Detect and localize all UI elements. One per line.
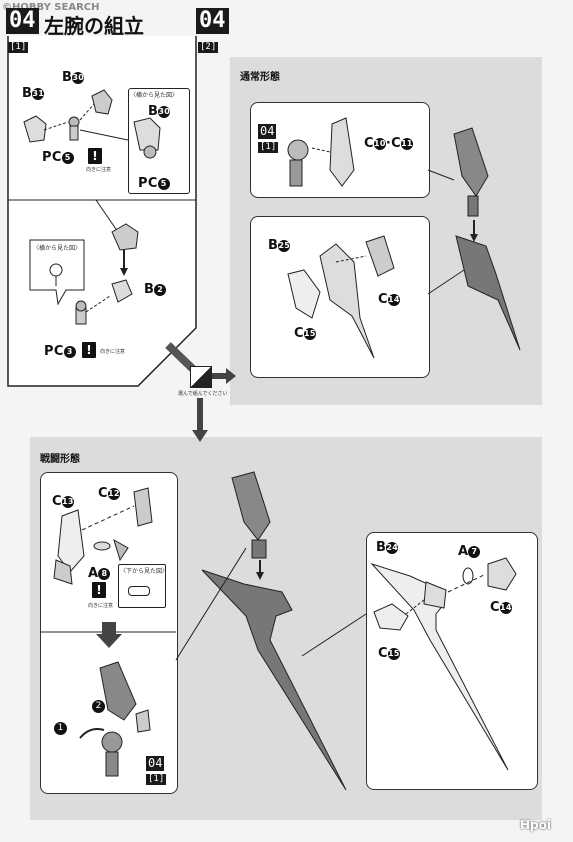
normal-mode-title: 通常形態 — [240, 72, 280, 83]
label-c14-battle: C14 — [490, 600, 512, 615]
label-c15-battle: C15 — [378, 646, 400, 661]
battle-mode-title: 戦闘形態 — [40, 454, 80, 465]
caution-icon: ! — [88, 148, 102, 164]
label-b31: B31 — [22, 86, 45, 101]
label-b30: B30 — [62, 70, 85, 85]
orient-note-2: 向きに注意 — [100, 349, 126, 355]
watermark-top: ©HOBBY SEARCH — [2, 2, 100, 13]
battle-step-ref-sub: [1] — [146, 774, 167, 785]
orient-note-1: 向きに注意 — [86, 167, 112, 173]
choose-icon — [190, 366, 212, 388]
watermark-bottom: Hpoi — [520, 818, 551, 832]
bottom-view-shape — [128, 586, 150, 596]
battle-step-ref: 04 — [146, 756, 165, 771]
label-c12: C12 — [98, 486, 120, 501]
label-c13: C13 — [52, 494, 74, 509]
substep-2: [2] — [198, 42, 219, 53]
label-c14-normal: C14 — [378, 292, 400, 307]
caution-icon-2: ! — [82, 342, 96, 358]
step-marker-1: 1 — [54, 722, 67, 735]
step-title: 左腕の組立 — [44, 14, 144, 38]
label-b25: B25 — [268, 238, 291, 253]
normal-mode-drawings — [287, 117, 521, 359]
step-number: 04 — [6, 8, 39, 34]
step-number-2: 04 — [196, 8, 229, 34]
step1-drawings — [23, 89, 161, 325]
orient-note-3: 向きに注意 — [88, 603, 114, 609]
normal-step-ref: 04 — [258, 124, 277, 139]
normal-step-ref-sub: [1] — [258, 142, 279, 153]
choose-note: 選んで組んでください — [178, 391, 228, 397]
caution-icon-3: ! — [92, 582, 106, 598]
substep-1: [1] — [8, 42, 29, 53]
side-view-label: 〈横から見た図〉 — [130, 92, 179, 99]
bottom-view-label: 〈下から見た図〉 — [120, 568, 169, 575]
step-marker-2: 2 — [92, 700, 105, 713]
side-view-label-2: 〈横から見た図〉 — [33, 245, 82, 252]
choose-arrows — [192, 368, 236, 442]
label-c10-c11: C10·C11 — [364, 136, 413, 151]
label-b24: B24 — [376, 540, 399, 555]
label-c15-normal: C15 — [294, 326, 316, 341]
label-b30-inset: B30 — [148, 104, 171, 119]
